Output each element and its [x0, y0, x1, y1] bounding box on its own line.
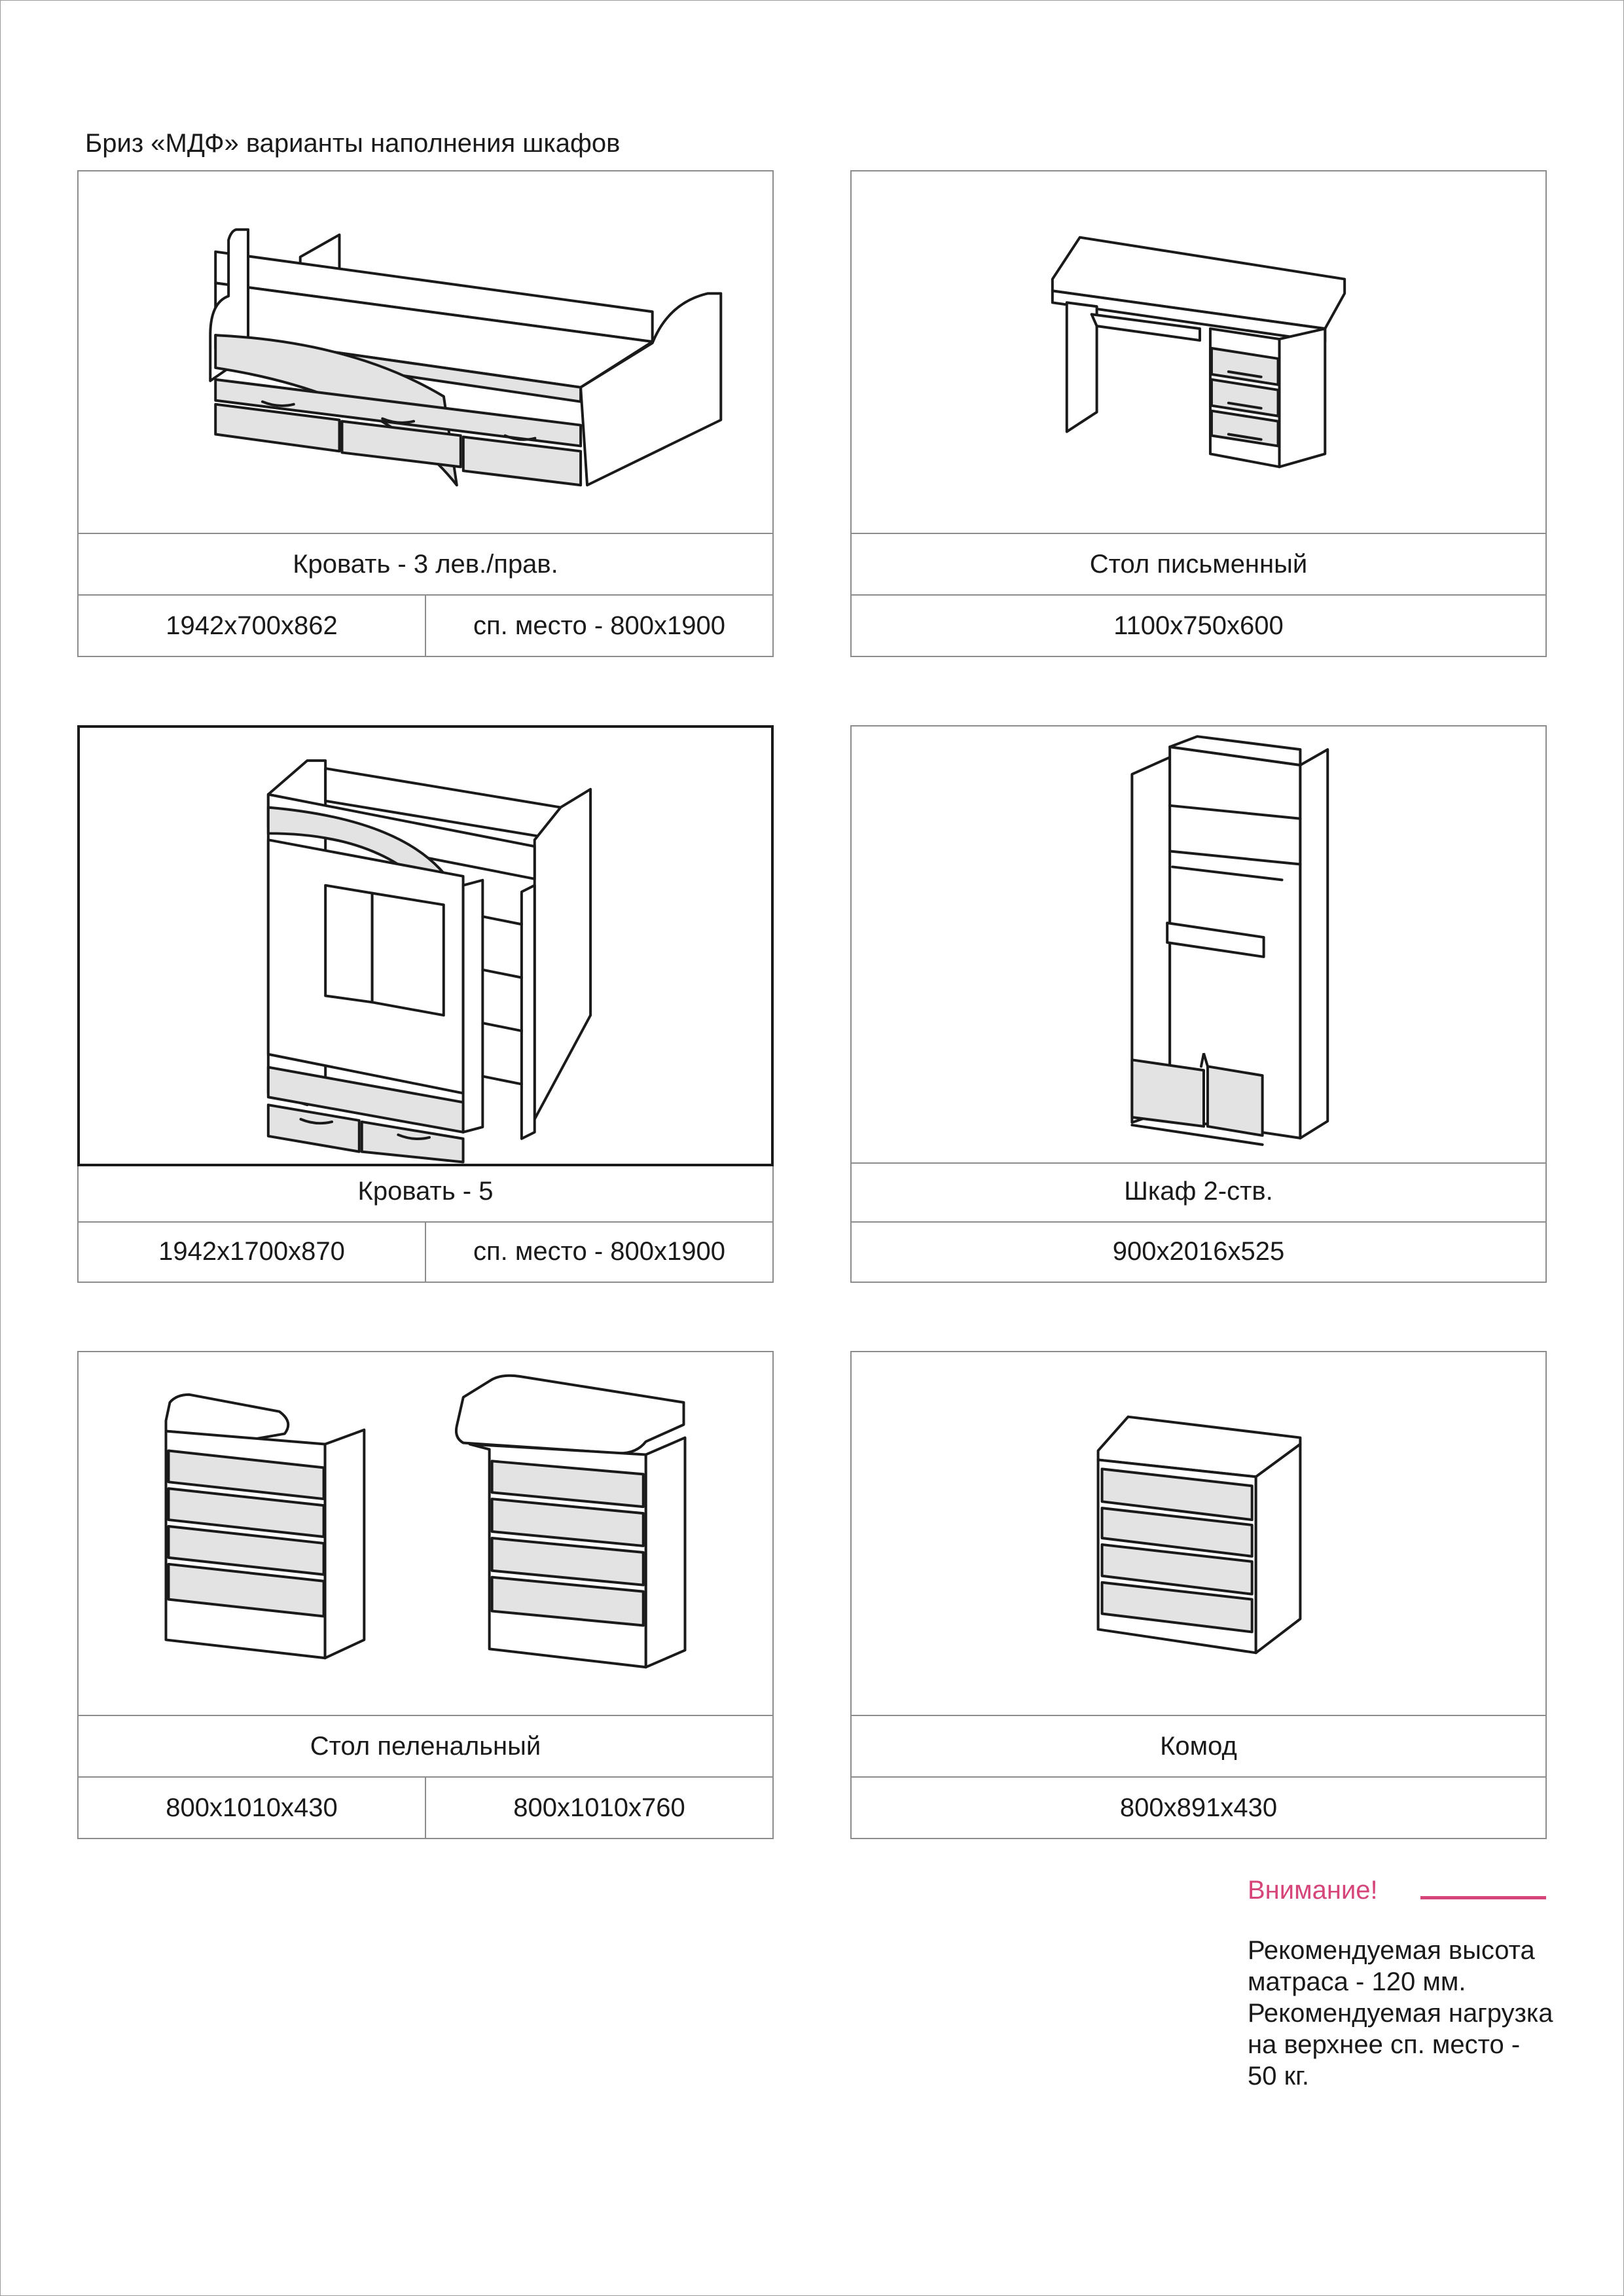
page-title: Бриз «МДФ» варианты наполнения шкафов: [85, 129, 621, 158]
changing-table-size-1: 800x1010x430: [166, 1793, 338, 1822]
bed-5-name: Кровать - 5: [79, 1161, 772, 1223]
chest-of-drawers-name: Комод: [852, 1716, 1545, 1778]
product-card-changing-table: Стол пеленальный 800x1010x430 800x1010x7…: [77, 1351, 774, 1839]
chest-of-drawers-dims: 800x891x430: [852, 1778, 1545, 1838]
chest-of-drawers-size: 800x891x430: [1119, 1793, 1278, 1822]
product-card-wardrobe: Шкаф 2-ств. 900x2016x525: [850, 725, 1547, 1283]
changing-table-size-2: 800x1010x760: [425, 1778, 772, 1838]
notice-divider: [1420, 1896, 1546, 1899]
changing-table-dims: 800x1010x430 800x1010x760: [79, 1778, 772, 1838]
changing-table-name: Стол пеленальный: [79, 1716, 772, 1778]
wardrobe-name: Шкаф 2-ств.: [852, 1161, 1545, 1223]
bed-3-sleeping-area: сп. место - 800x1900: [425, 596, 772, 656]
wardrobe-illustration: [852, 726, 1545, 1164]
bed-5-illustration: [77, 725, 774, 1166]
bed-5-sleeping-area: сп. место - 800x1900: [425, 1221, 772, 1282]
bed-5-size: 1942x1700x870: [158, 1236, 345, 1266]
product-card-bed-5[interactable]: Кровать - 5 1942x1700x870 сп. место - 80…: [77, 725, 774, 1283]
writing-desk-illustration: [852, 171, 1545, 534]
product-card-writing-desk: Стол письменный 1100x750x600: [850, 170, 1547, 657]
writing-desk-dims: 1100x750x600: [852, 596, 1545, 656]
bed-3-size: 1942x700x862: [166, 611, 338, 640]
writing-desk-size: 1100x750x600: [1113, 611, 1284, 640]
bed-3-illustration: [79, 171, 772, 534]
bed-3-dims: 1942x700x862 сп. место - 800x1900: [79, 596, 772, 656]
notice-heading: Внимание!: [1248, 1876, 1378, 1905]
writing-desk-name: Стол письменный: [852, 534, 1545, 596]
notice-text: Рекомендуемая высота матраса - 120 мм. Р…: [1248, 1936, 1553, 2090]
product-card-bed-3: Кровать - 3 лев./прав. 1942x700x862 сп. …: [77, 170, 774, 657]
wardrobe-size: 900x2016x525: [1112, 1236, 1285, 1266]
product-card-chest-of-drawers: Комод 800x891x430: [850, 1351, 1547, 1839]
wardrobe-dims: 900x2016x525: [852, 1221, 1545, 1282]
bed-3-name: Кровать - 3 лев./прав.: [79, 534, 772, 596]
chest-of-drawers-illustration: [852, 1352, 1545, 1716]
changing-table-illustration: [79, 1352, 772, 1716]
bed-5-dims: 1942x1700x870 сп. место - 800x1900: [79, 1221, 772, 1282]
